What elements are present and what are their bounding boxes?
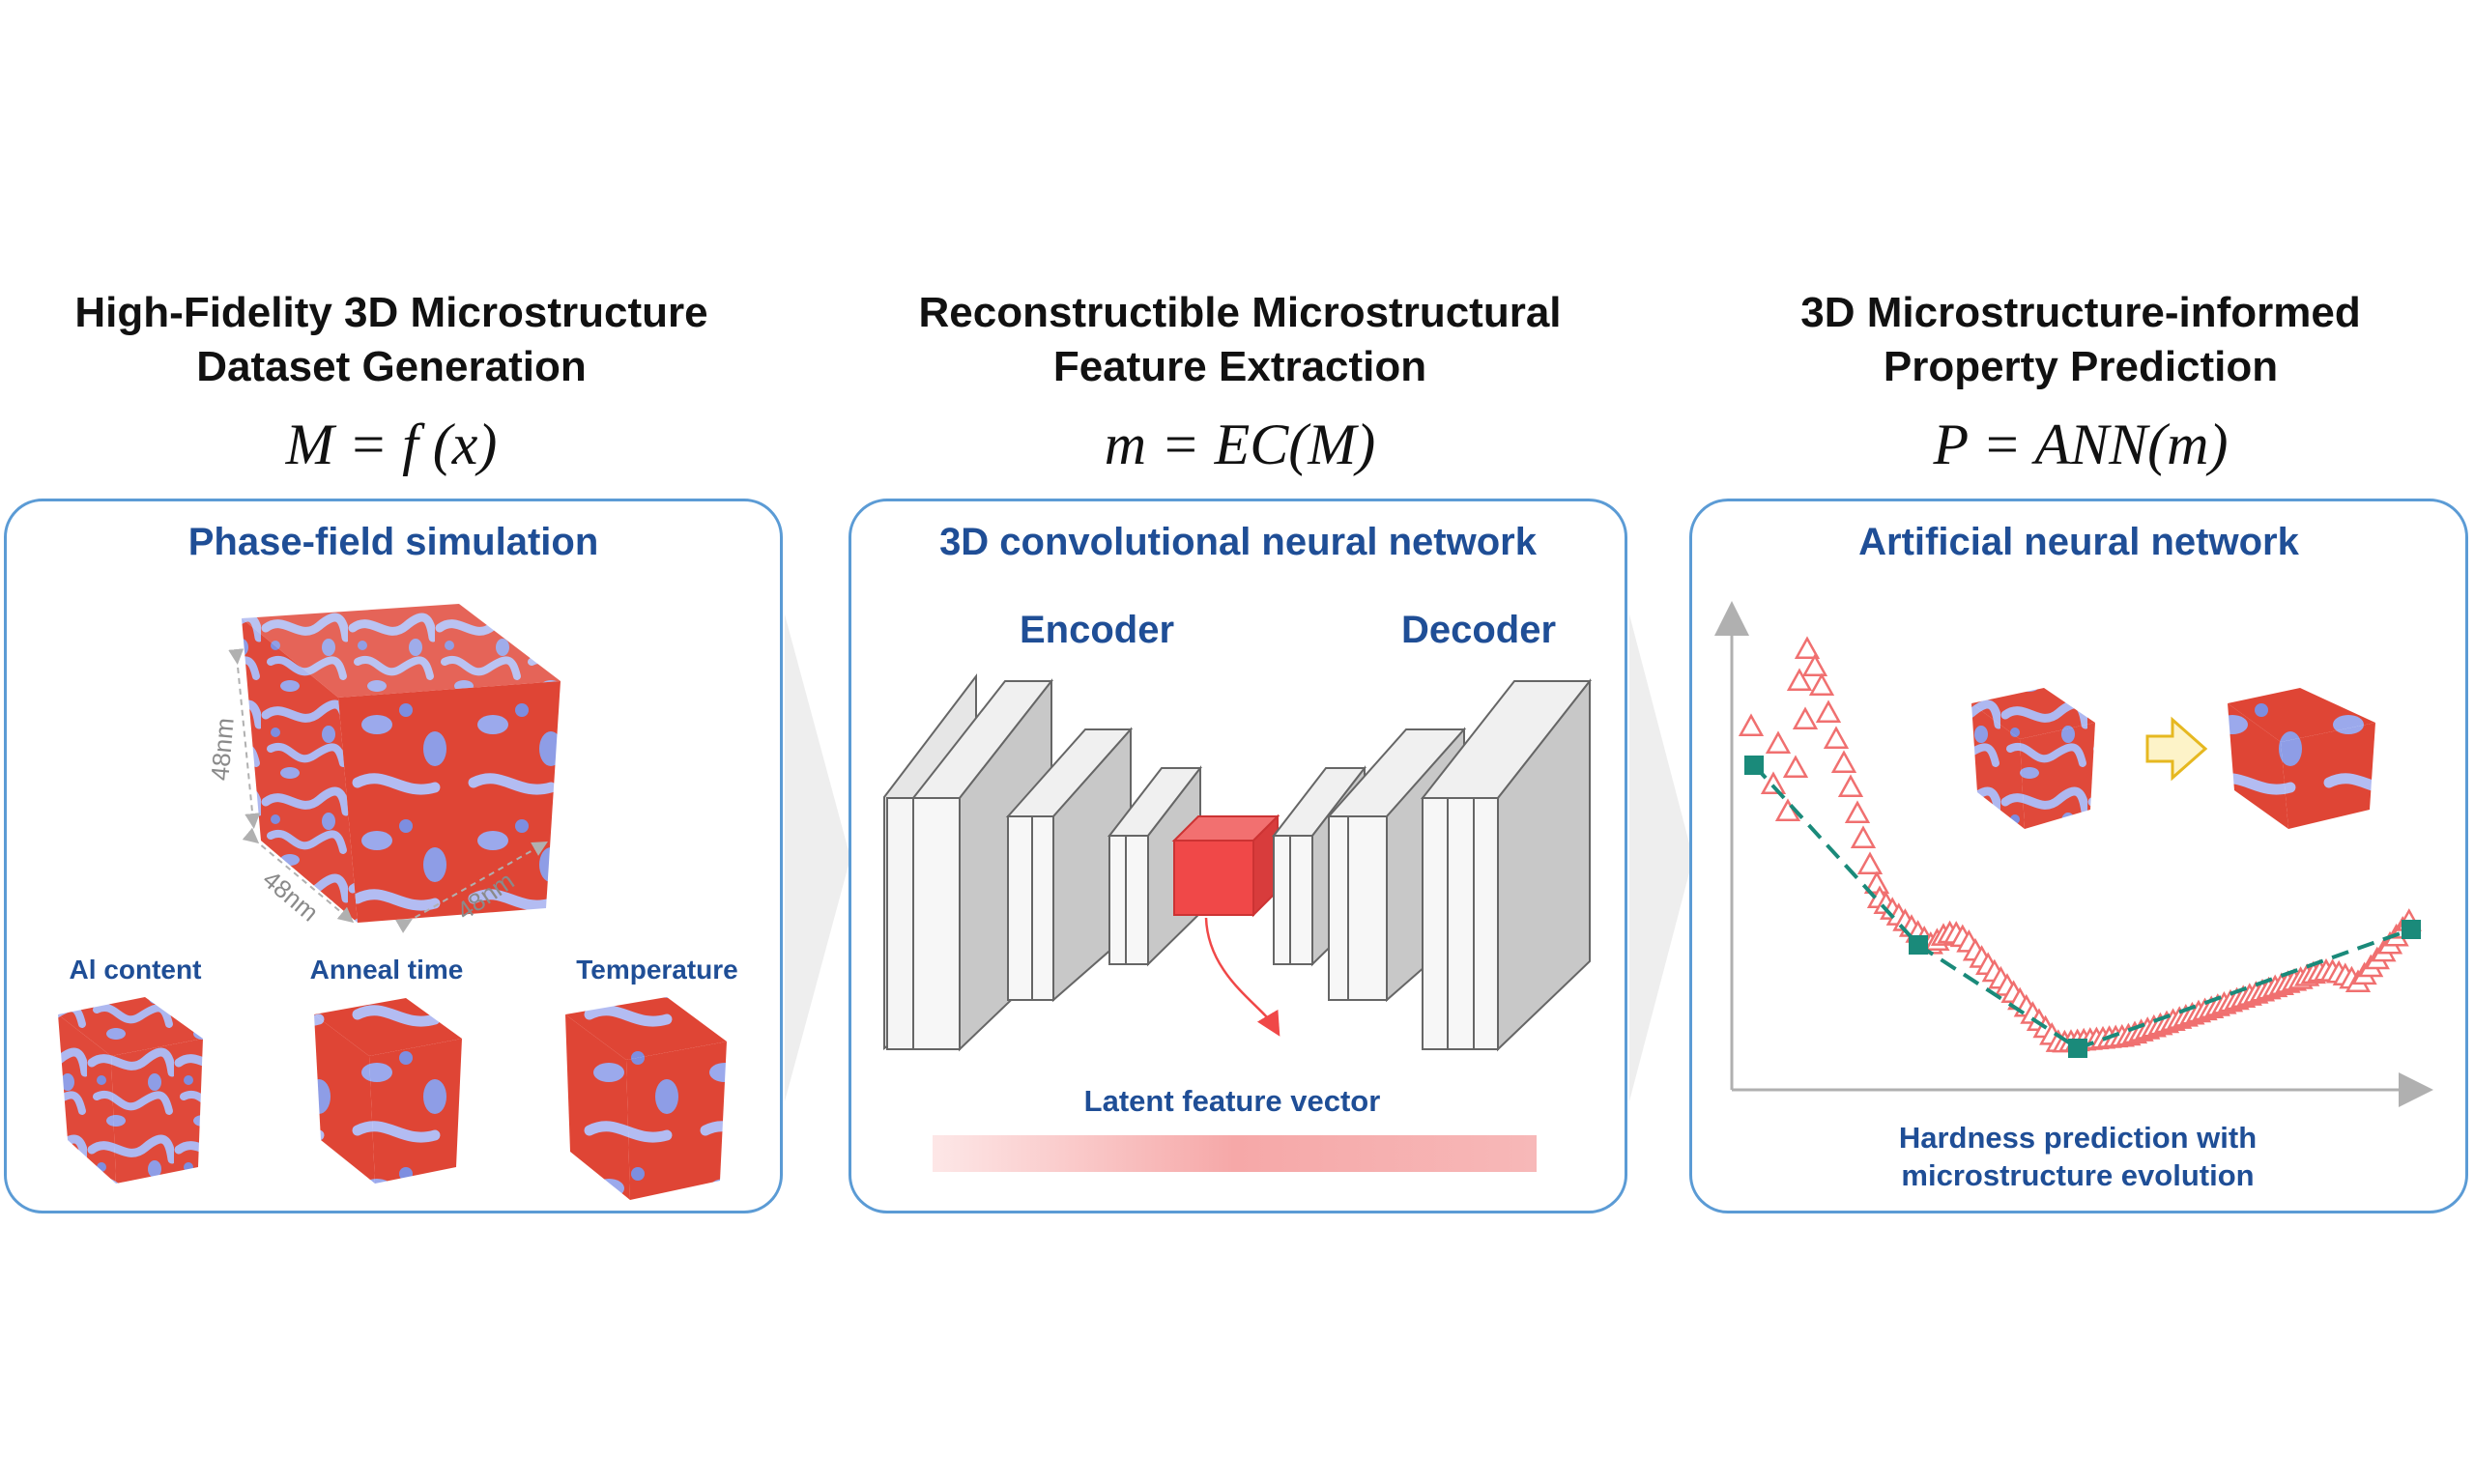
decoder-layers bbox=[1271, 678, 1593, 1052]
hardness-caption: Hardness prediction with microstructure … bbox=[1836, 1119, 2319, 1194]
parameter-label-anneal-time: Anneal time bbox=[309, 955, 464, 985]
small-cube-temperature bbox=[565, 997, 727, 1200]
dim-arrow-width bbox=[395, 842, 548, 933]
title-feature-extraction: Reconstructible Microstructural Feature … bbox=[850, 286, 1629, 394]
title-dataset-generation: High-Fidelity 3D Microstructure Dataset … bbox=[0, 286, 783, 394]
measured-point bbox=[1744, 756, 1764, 775]
panel-title: 3D convolutional neural network bbox=[939, 521, 1537, 563]
measured-point bbox=[1909, 935, 1928, 955]
panel-ann: Artificial neural network bbox=[1689, 499, 2468, 1213]
formula-generation: M = f (x) bbox=[285, 413, 498, 476]
triangle-marker bbox=[1808, 672, 1835, 697]
triangle-marker bbox=[1794, 636, 1821, 660]
latent-cube bbox=[1171, 813, 1280, 918]
parameter-label-al-content: Al content bbox=[69, 955, 202, 985]
formula-extraction: m = EC(M) bbox=[1104, 413, 1376, 476]
parameter-label-temperature: Temperature bbox=[576, 955, 738, 985]
decoder-layer bbox=[1420, 678, 1593, 1052]
triangle-marker bbox=[1815, 699, 1842, 724]
small-cube-anneal-time bbox=[314, 998, 462, 1184]
panel-title: Phase-field simulation bbox=[187, 521, 599, 563]
predicted-hardness-markers bbox=[1738, 636, 2422, 1053]
title-line: High-Fidelity 3D Microstructure bbox=[74, 289, 708, 336]
triangle-marker bbox=[1830, 750, 1857, 774]
caption-line: microstructure evolution bbox=[1901, 1158, 2255, 1192]
coarse-microstructure-cube bbox=[2228, 688, 2375, 829]
title-line: Dataset Generation bbox=[196, 343, 587, 390]
triangle-marker bbox=[1792, 706, 1819, 730]
title-line: Feature Extraction bbox=[1052, 343, 1427, 390]
panel-title: Artificial neural network bbox=[1858, 521, 2299, 563]
encoder-label: Encoder bbox=[1019, 609, 1175, 651]
title-line: Reconstructible Microstructural bbox=[918, 289, 1562, 336]
measured-hardness-line bbox=[1752, 763, 2412, 1051]
latent-arrow bbox=[1204, 917, 1280, 1037]
encoder-layers bbox=[883, 673, 1203, 1052]
measured-point bbox=[2402, 920, 2421, 939]
measured-point bbox=[2068, 1039, 2087, 1058]
triangle-marker bbox=[1760, 771, 1787, 795]
triangle-marker bbox=[1844, 800, 1871, 824]
triangle-marker bbox=[1856, 851, 1884, 875]
decoder-label: Decoder bbox=[1400, 609, 1557, 651]
triangle-marker bbox=[1850, 825, 1877, 849]
chevron-right-icon bbox=[785, 614, 850, 1101]
triangle-marker bbox=[1786, 668, 1813, 692]
dim-label-height: 48nm bbox=[205, 716, 240, 783]
latent-feature-label: Latent feature vector bbox=[1083, 1084, 1381, 1118]
triangle-marker bbox=[1765, 730, 1792, 755]
fine-microstructure-cube bbox=[1971, 688, 2095, 829]
latent-feature-bar bbox=[933, 1135, 1537, 1172]
arrow-right-icon bbox=[2145, 716, 2208, 782]
triangle-marker bbox=[1837, 774, 1864, 798]
formula-prediction: P = ANN(m) bbox=[1933, 413, 2229, 476]
triangle-marker bbox=[1801, 653, 1828, 677]
title-line: 3D Microstructure-informed bbox=[1800, 289, 2361, 336]
small-cube-al-content bbox=[58, 997, 203, 1184]
triangle-marker bbox=[1738, 713, 1765, 737]
title-property-prediction: 3D Microstructure-informed Property Pred… bbox=[1691, 286, 2470, 394]
triangle-marker bbox=[1823, 726, 1850, 750]
chevron-right-icon bbox=[1629, 614, 1693, 1101]
caption-line: Hardness prediction with bbox=[1898, 1121, 2258, 1155]
title-line: Property Prediction bbox=[1883, 343, 2279, 390]
triangle-marker bbox=[1782, 755, 1809, 779]
